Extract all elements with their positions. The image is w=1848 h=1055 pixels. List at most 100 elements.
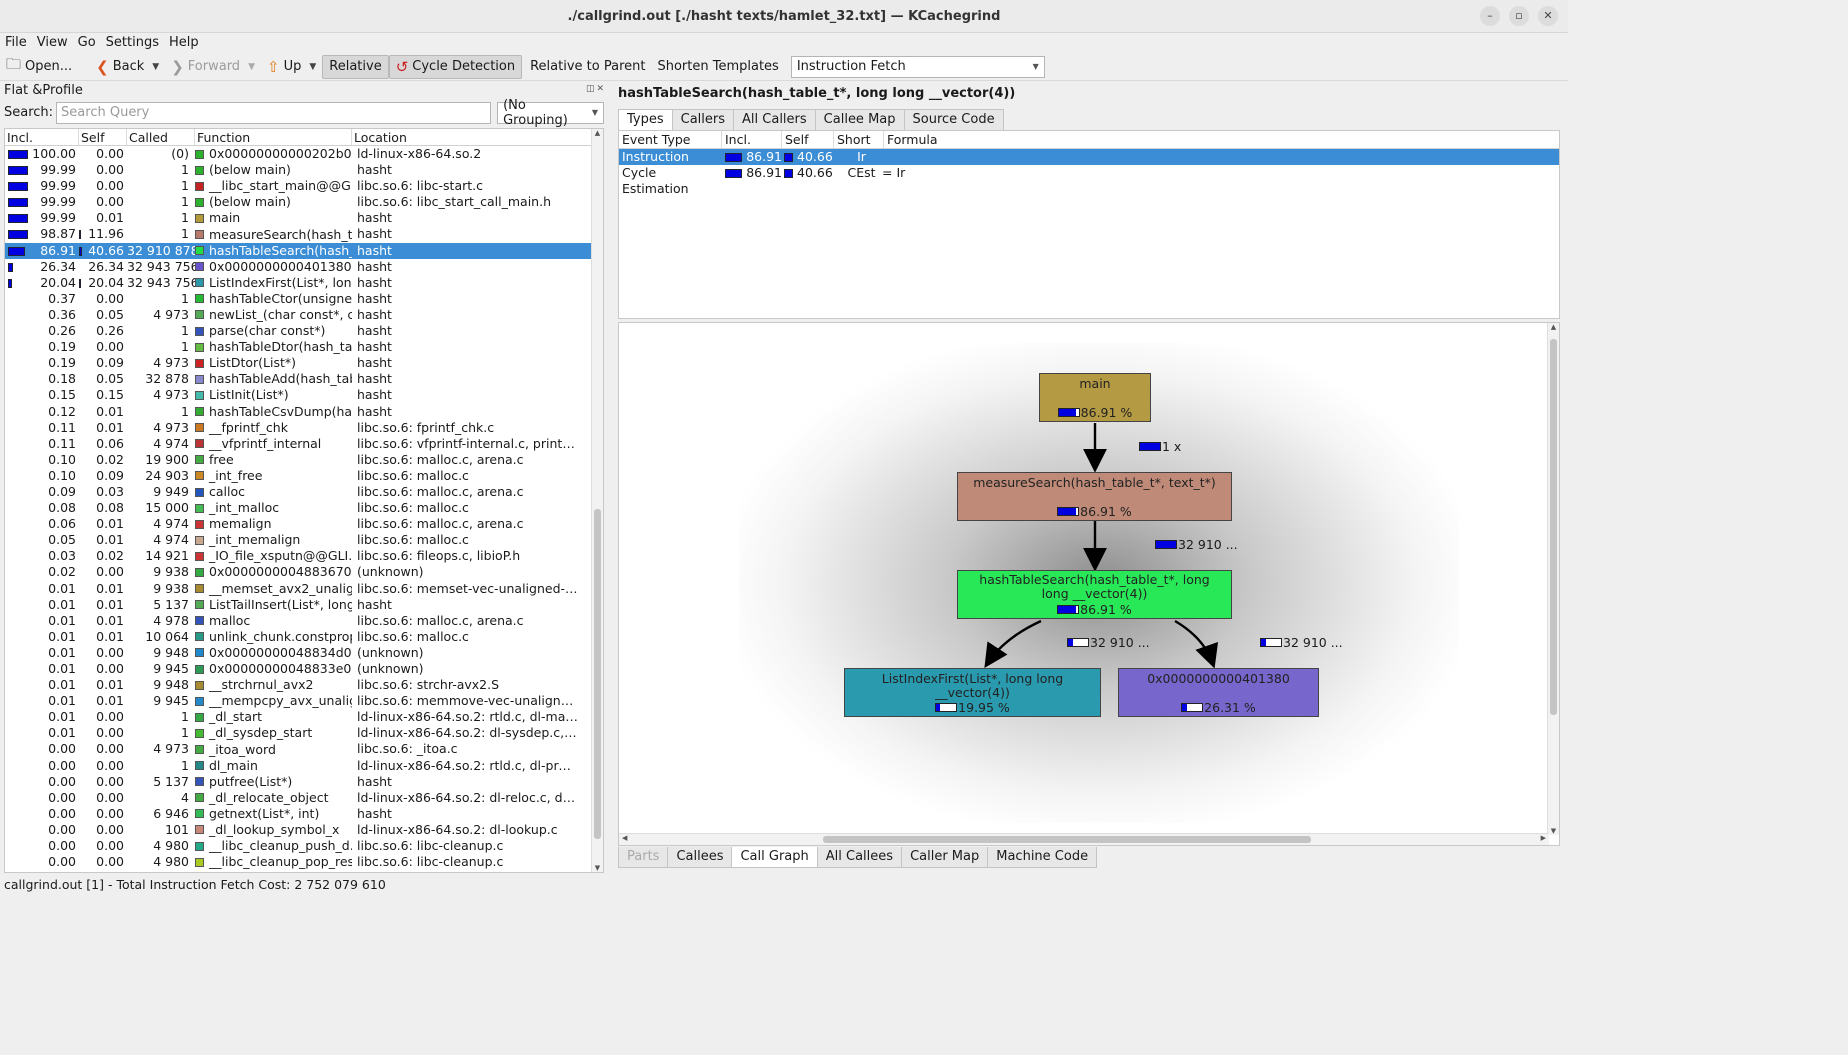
col-event-type[interactable]: Event Type (619, 131, 722, 148)
scroll-thumb[interactable] (1550, 339, 1557, 715)
node-hash-table-search[interactable]: hashTableSearch(hash_table_t*, long long… (957, 570, 1232, 619)
node-measure-search[interactable]: measureSearch(hash_table_t*, text_t*) 86… (957, 472, 1232, 521)
col-self[interactable]: Self (79, 129, 127, 145)
col-incl[interactable]: Incl. (722, 131, 782, 148)
col-called[interactable]: Called (127, 129, 195, 145)
scroll-down-icon[interactable]: ▼ (594, 864, 601, 872)
scroll-up-icon[interactable]: ▲ (1550, 323, 1557, 331)
menu-view[interactable]: View (36, 35, 68, 50)
tab-machine-code[interactable]: Machine Code (987, 847, 1098, 868)
tab-parts[interactable]: Parts (618, 847, 669, 868)
call-graph-canvas[interactable]: main 86.91 % measureSearch(hash_table_t*… (618, 322, 1560, 846)
event-type-select[interactable]: Instruction Fetch▼ (790, 55, 1045, 78)
forward-menu-chevron-icon[interactable]: ▼ (248, 61, 255, 72)
tab-all-callers[interactable]: All Callers (733, 109, 816, 130)
grouping-select[interactable]: (No Grouping)▼ (497, 98, 604, 128)
close-icon[interactable]: ✕ (1538, 6, 1558, 26)
node-list-index-first[interactable]: ListIndexFirst(List*, long long __vector… (844, 668, 1101, 717)
vertical-scrollbar[interactable]: ▲ ▼ (591, 129, 603, 872)
tab-callers[interactable]: Callers (671, 109, 735, 130)
table-row[interactable]: 0.010.019 945__mempcpy_avx_unalig...libc… (5, 693, 603, 709)
tab-caller-map[interactable]: Caller Map (901, 847, 989, 868)
col-location[interactable]: Location (354, 130, 407, 145)
graph-horizontal-scrollbar[interactable]: ◀ ▶ (619, 833, 1549, 845)
graph-vertical-scrollbar[interactable]: ▲ ▼ (1547, 323, 1559, 835)
relative-to-parent-toggle[interactable]: Relative to Parent (530, 59, 646, 74)
scroll-thumb[interactable] (823, 836, 1311, 843)
col-formula[interactable]: Formula (887, 132, 938, 147)
table-row[interactable]: Instruction Fetch 86.91 40.66 Ir (619, 149, 1559, 180)
tab-source-code[interactable]: Source Code (903, 109, 1004, 130)
col-self[interactable]: Self (782, 131, 834, 148)
scroll-thumb[interactable] (594, 509, 601, 839)
menu-file[interactable]: File (5, 35, 27, 50)
scroll-right-icon[interactable]: ▶ (1540, 834, 1546, 842)
shorten-templates-toggle[interactable]: Shorten Templates (657, 59, 779, 74)
node-main[interactable]: main 86.91 % (1039, 373, 1151, 422)
up-button[interactable]: ⇧Up (266, 57, 302, 76)
relative-toggle[interactable]: Relative (322, 54, 389, 79)
scroll-down-icon[interactable]: ▼ (1550, 827, 1557, 835)
minimize-icon[interactable]: – (1480, 6, 1500, 26)
maximize-icon[interactable]: ▫ (1509, 6, 1529, 26)
dock-buttons[interactable]: ◫✕ (585, 84, 606, 94)
menu-help[interactable]: Help (168, 35, 199, 50)
up-menu-chevron-icon[interactable]: ▼ (309, 61, 317, 72)
back-menu-chevron-icon[interactable]: ▼ (152, 61, 160, 72)
cycle-detection-toggle[interactable]: ↺Cycle Detection (388, 54, 523, 79)
menu-go[interactable]: Go (77, 35, 96, 50)
tab-callee-map[interactable]: Callee Map (814, 109, 905, 130)
col-short[interactable]: Short (834, 131, 884, 148)
col-incl[interactable]: Incl. (5, 129, 79, 145)
node-0x401380[interactable]: 0x0000000000401380 26.31 % (1118, 668, 1319, 717)
tab-all-callees[interactable]: All Callees (816, 847, 903, 868)
tab-call-graph[interactable]: Call Graph (731, 847, 818, 868)
tab-types[interactable]: Types (618, 109, 673, 130)
col-function[interactable]: Function (195, 129, 352, 145)
scroll-left-icon[interactable]: ◀ (622, 834, 628, 842)
back-button[interactable]: ❮Back (96, 57, 145, 76)
open-button[interactable]: 🗀Open... (0, 55, 78, 79)
forward-button[interactable]: ❯Forward (171, 57, 241, 76)
